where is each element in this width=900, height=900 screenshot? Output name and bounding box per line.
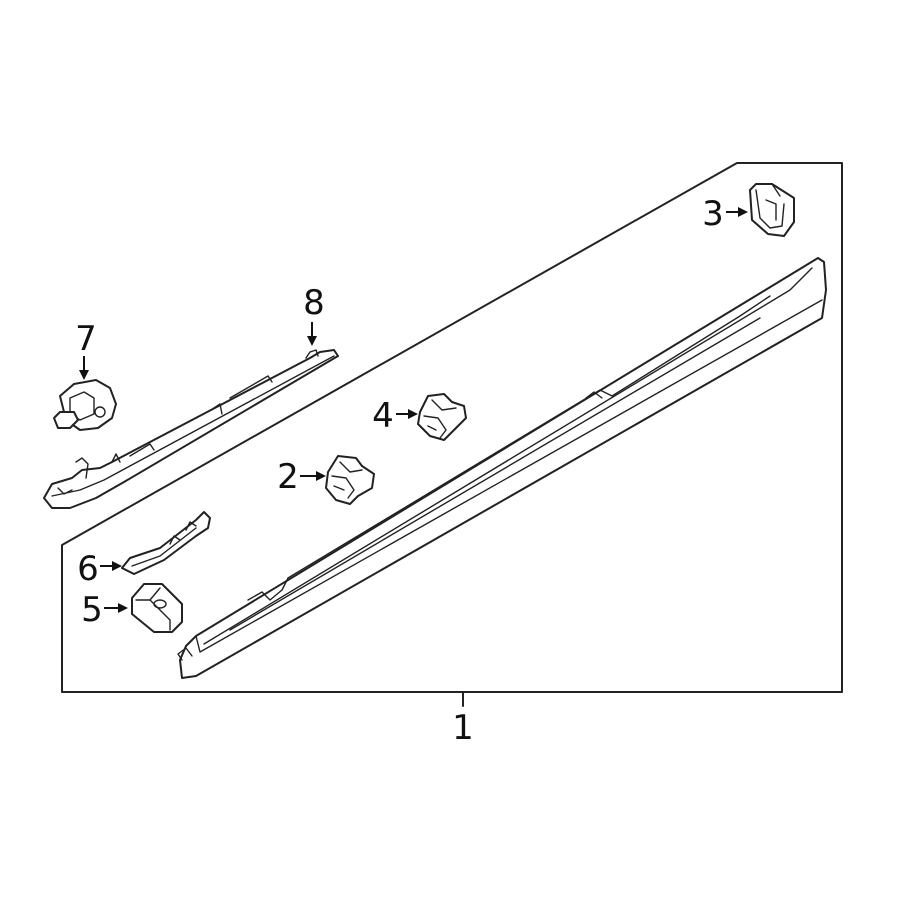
- callout-3-arrow: [726, 207, 748, 217]
- part-6-retainer: [121, 511, 211, 575]
- callout-4-arrow: [396, 409, 418, 419]
- callout-1-label: 1: [452, 708, 474, 748]
- callout-4-label: 4: [372, 396, 394, 436]
- part-7-bumper: [53, 379, 117, 431]
- callout-7-label: 7: [75, 319, 97, 359]
- callout-6-arrow: [100, 561, 122, 571]
- callout-7-arrow: [79, 356, 89, 380]
- callout-3-label: 3: [702, 194, 724, 234]
- callout-2-label: 2: [277, 457, 299, 497]
- callout-8-arrow: [307, 322, 317, 346]
- assembly-outline: [61, 162, 843, 693]
- part-5-clip-nut: [131, 583, 183, 633]
- callout-8-label: 8: [303, 283, 325, 323]
- part-1-rocker-molding: [177, 257, 827, 679]
- part-3-clip: [749, 183, 795, 237]
- part-2-clip: [325, 455, 375, 505]
- callout-5-arrow: [104, 603, 128, 613]
- callout-6-label: 6: [77, 549, 99, 589]
- callout-5-label: 5: [81, 590, 103, 630]
- callout-2-arrow: [300, 471, 326, 481]
- part-4-clip: [417, 393, 467, 441]
- part-8-seal-strip: [43, 349, 339, 509]
